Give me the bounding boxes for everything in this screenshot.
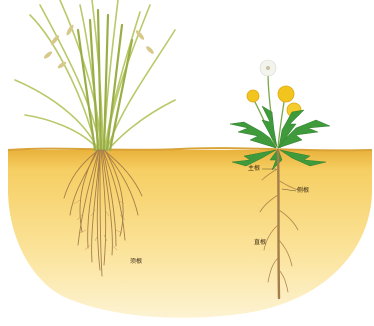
grass-leaves: [15, 0, 175, 150]
seed-head: [260, 60, 276, 76]
label-fibrous-root: 须根: [130, 259, 142, 265]
grass-stems: [78, 10, 132, 150]
soil: [8, 150, 372, 318]
label-lateral-root: 侧根: [297, 188, 309, 194]
label-main-root: 主根: [248, 166, 260, 172]
label-taproot: 直根: [254, 240, 266, 246]
